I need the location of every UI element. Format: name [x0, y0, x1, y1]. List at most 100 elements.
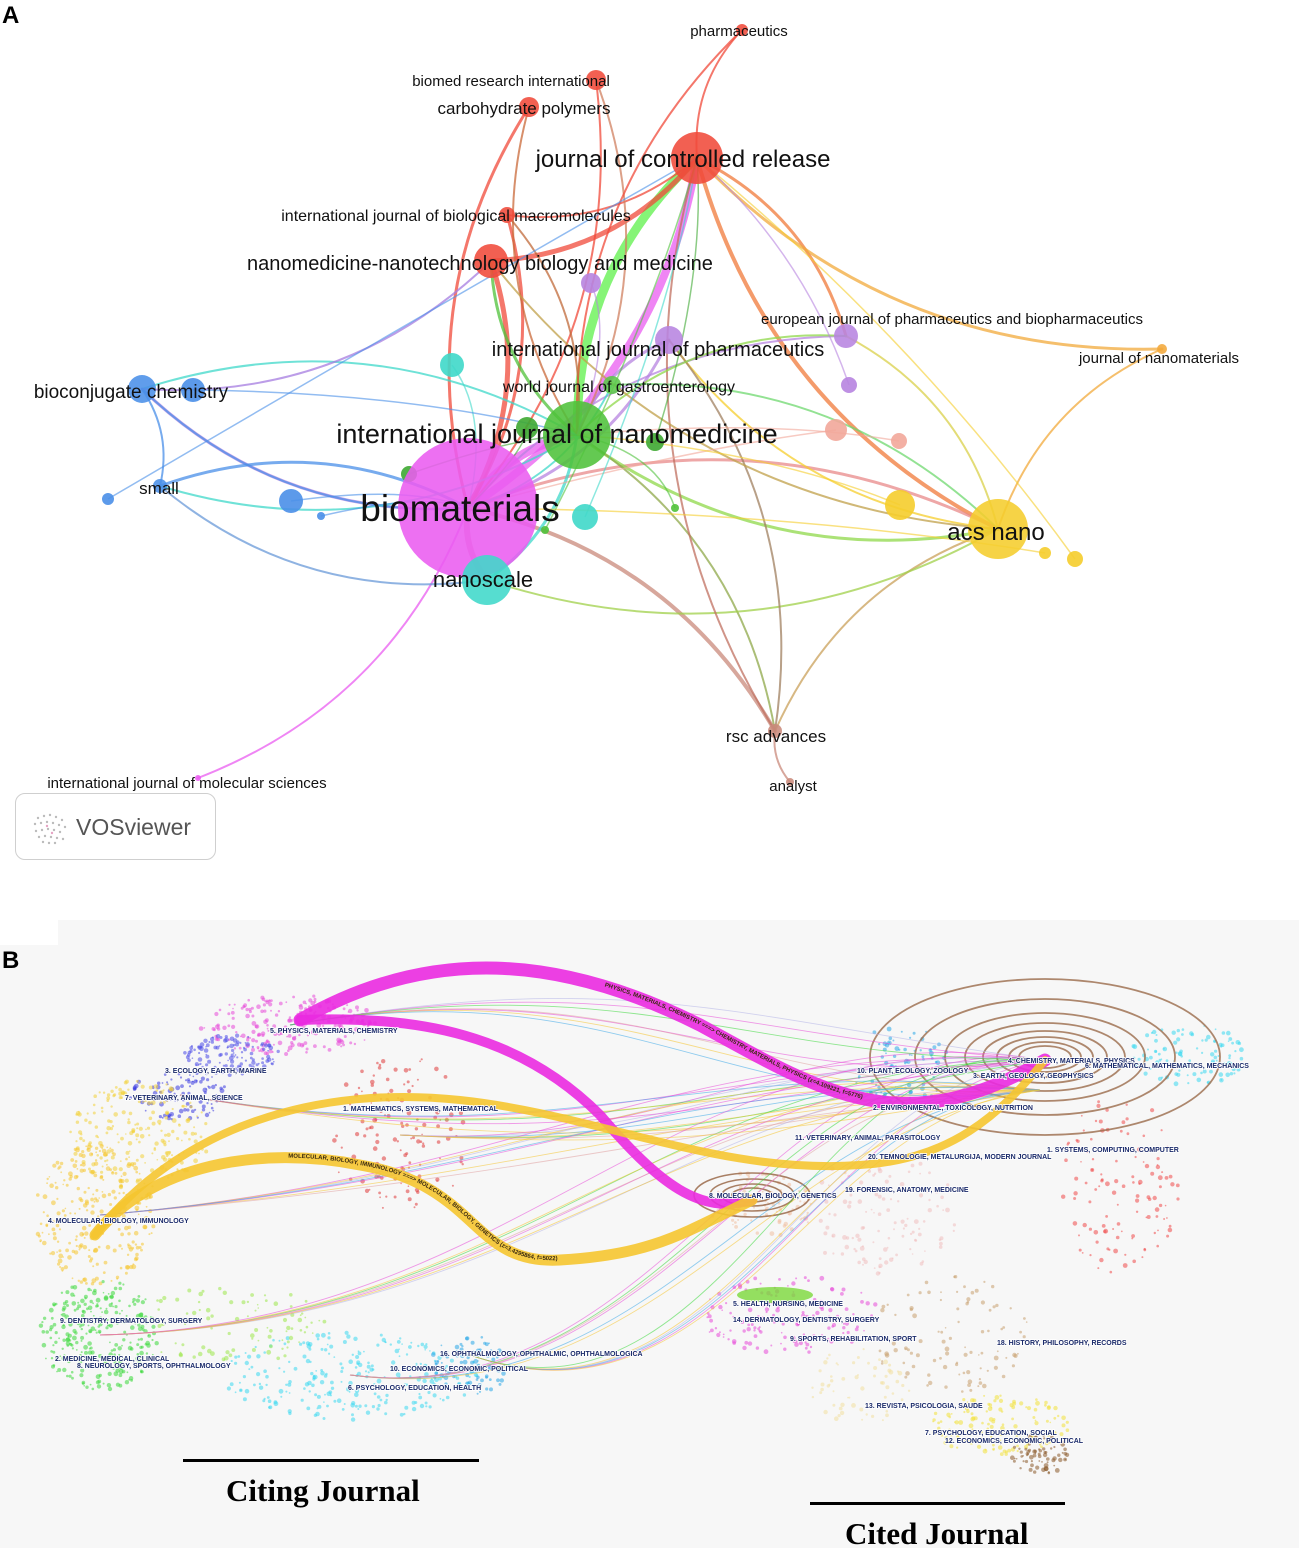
journal-dot	[298, 1005, 304, 1010]
journal-dot	[204, 1149, 209, 1154]
journal-dot	[188, 1137, 191, 1141]
journal-dot	[240, 1006, 244, 1010]
journal-dot	[416, 1139, 421, 1144]
journal-dot	[342, 1007, 346, 1011]
journal-dot	[138, 1098, 142, 1101]
journal-dot	[91, 1387, 95, 1391]
journal-dot	[98, 1316, 103, 1321]
journal-dot	[91, 1153, 93, 1155]
journal-dot	[1094, 1119, 1098, 1123]
journal-dot	[990, 1435, 993, 1438]
journal-dot	[274, 1013, 279, 1017]
journal-dot	[85, 1282, 88, 1285]
journal-dot	[83, 1190, 87, 1194]
journal-dot	[1142, 1148, 1145, 1152]
journal-dot	[406, 1080, 410, 1084]
journal-dot	[99, 1143, 104, 1149]
journal-dot	[379, 1196, 381, 1199]
journal-dot	[928, 1171, 931, 1175]
journal-dot	[136, 1343, 140, 1347]
journal-dot	[842, 1326, 846, 1330]
citation-ring	[964, 1022, 1126, 1092]
journal-dot	[403, 1412, 406, 1416]
journal-dot	[229, 1043, 234, 1049]
journal-dot	[136, 1127, 139, 1130]
journal-dot	[421, 1144, 426, 1148]
citation-flow-thin	[469, 1089, 1041, 1371]
journal-dot	[228, 1003, 231, 1006]
journal-dot	[113, 1286, 118, 1291]
journal-dot	[127, 1232, 131, 1236]
journal-dot	[1109, 1270, 1113, 1274]
journal-dot	[78, 1130, 83, 1135]
journal-dot	[277, 1040, 283, 1046]
journal-dot	[195, 1079, 198, 1082]
journal-dot	[1209, 1069, 1213, 1074]
journal-dot	[92, 1302, 94, 1305]
journal-dot	[122, 1338, 126, 1342]
journal-dot	[873, 1172, 877, 1175]
journal-dot	[281, 1347, 284, 1350]
journal-dot	[873, 1212, 875, 1214]
journal-dot	[1164, 1204, 1167, 1207]
journal-dot	[859, 1246, 865, 1251]
journal-dot	[755, 1346, 760, 1350]
journal-dot	[109, 1147, 112, 1150]
journal-dot	[133, 1230, 139, 1236]
journal-dot	[379, 1333, 383, 1337]
journal-dot	[230, 1059, 235, 1064]
journal-dot	[881, 1304, 886, 1309]
journal-dot	[136, 1361, 142, 1366]
journal-dot	[936, 1204, 939, 1208]
journal-dot	[780, 1342, 782, 1345]
journal-dot	[94, 1329, 97, 1332]
journal-dot	[355, 1355, 360, 1359]
journal-dot	[158, 1123, 161, 1126]
journal-dot	[807, 1279, 810, 1282]
journal-dot	[71, 1376, 74, 1380]
journal-dot	[806, 1211, 809, 1215]
journal-dot	[87, 1341, 92, 1346]
journal-dot	[949, 1444, 954, 1449]
journal-dot	[101, 1193, 107, 1199]
network-link	[576, 434, 901, 506]
journal-dot	[835, 1362, 838, 1365]
journal-dot	[938, 1245, 943, 1249]
network-link	[668, 339, 999, 530]
journal-dot	[127, 1088, 130, 1091]
journal-dot	[1047, 1439, 1052, 1444]
journal-dot	[1157, 1175, 1163, 1181]
journal-dot	[103, 1295, 109, 1300]
citation-flow-thin	[349, 1089, 1041, 1380]
journal-dot	[222, 1025, 227, 1030]
journal-dot	[714, 1327, 718, 1330]
journal-dot	[99, 1209, 104, 1214]
journal-dot	[278, 1339, 281, 1342]
journal-dot	[246, 1315, 249, 1318]
journal-dot	[199, 1135, 203, 1139]
journal-dot	[193, 1097, 197, 1101]
journal-dot	[104, 1159, 107, 1163]
journal-dot	[769, 1316, 774, 1321]
journal-dot	[1235, 1040, 1241, 1045]
journal-dot	[54, 1340, 58, 1344]
journal-dot	[854, 1375, 859, 1380]
journal-dot	[98, 1091, 101, 1094]
journal-dot	[747, 1341, 753, 1346]
journal-dot	[428, 1405, 432, 1409]
journal-dot	[256, 1372, 261, 1377]
journal-dot	[174, 1342, 177, 1345]
journal-dot	[385, 1195, 388, 1198]
journal-dot	[103, 1260, 108, 1265]
journal-dot	[46, 1182, 48, 1185]
journal-dot	[185, 1102, 190, 1106]
journal-dot	[354, 1392, 359, 1398]
journal-dot	[958, 1420, 964, 1425]
journal-dot	[166, 1100, 168, 1102]
journal-dot	[373, 1383, 376, 1386]
journal-dot	[878, 1042, 881, 1046]
journal-dot	[718, 1304, 723, 1310]
journal-dot	[804, 1346, 808, 1350]
journal-dot	[1225, 1072, 1230, 1078]
